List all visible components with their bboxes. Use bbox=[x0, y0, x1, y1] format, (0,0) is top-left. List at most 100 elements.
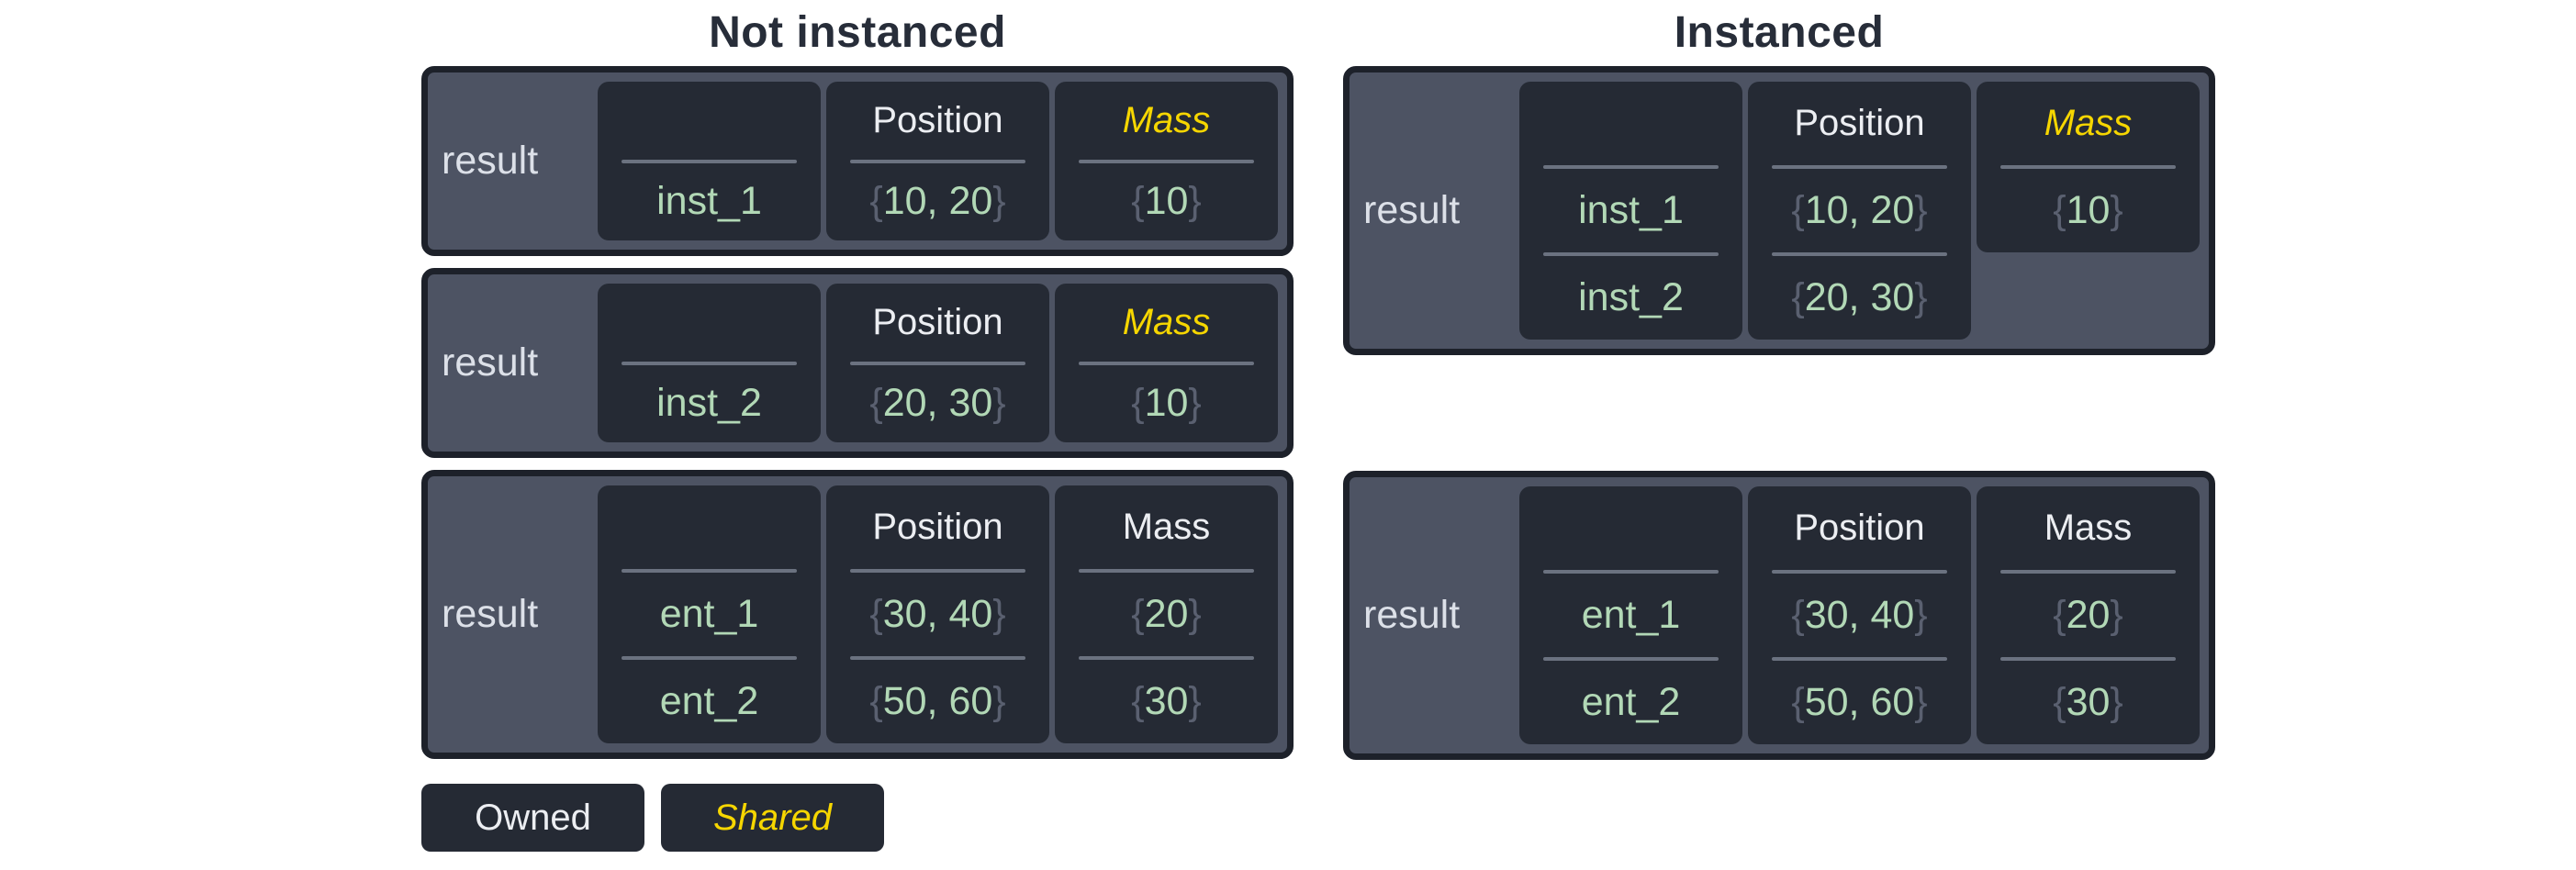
component-header bbox=[598, 485, 821, 569]
separator-line bbox=[622, 569, 797, 573]
component-cell: inst_2 bbox=[598, 284, 821, 442]
separator-line bbox=[2000, 165, 2176, 169]
result-label: result bbox=[1363, 188, 1461, 232]
value-open-brace: { bbox=[869, 592, 883, 636]
value-close-brace: } bbox=[2110, 188, 2123, 232]
cell-value: inst_2 bbox=[1519, 256, 1742, 340]
component-cell: Position{10, 20} bbox=[826, 82, 1049, 240]
component-header: Position bbox=[872, 99, 1003, 140]
result-box: result inst_2 Position {20, 30}Mass{10} bbox=[421, 268, 1294, 458]
value-close-brace: } bbox=[1188, 592, 1202, 636]
separator-line bbox=[1079, 569, 1254, 573]
result-label: result bbox=[442, 340, 539, 385]
value-text: 30 bbox=[1144, 679, 1189, 723]
component-header: Mass bbox=[1122, 99, 1211, 140]
value-close-brace: } bbox=[2110, 680, 2123, 724]
component-cell: Mass{10} bbox=[1977, 82, 2200, 252]
cell-value: {20, 30} bbox=[1748, 256, 1971, 340]
separator-line bbox=[850, 361, 1025, 365]
value-close-brace: } bbox=[1188, 179, 1202, 224]
cell-value: {20} bbox=[1055, 573, 1278, 656]
separator-line bbox=[850, 569, 1025, 573]
separator-line bbox=[850, 159, 1025, 163]
separator-line bbox=[1079, 361, 1254, 365]
value-open-brace: { bbox=[1131, 381, 1145, 426]
cell-value: {30, 40} bbox=[1748, 574, 1971, 657]
value-text: inst_1 bbox=[656, 179, 762, 224]
component-cell: Mass{20}{30} bbox=[1977, 486, 2200, 744]
separator-line bbox=[1543, 165, 1719, 169]
value-close-brace: } bbox=[992, 679, 1006, 723]
value-text: 30, 40 bbox=[882, 592, 993, 636]
separator-line bbox=[2000, 657, 2176, 661]
value-text: 30, 40 bbox=[1804, 593, 1915, 637]
value-text: 10 bbox=[2066, 188, 2111, 232]
component-header: Position bbox=[1794, 508, 1925, 548]
component-header bbox=[1519, 82, 1742, 165]
cell-value: ent_1 bbox=[1519, 574, 1742, 657]
cell-value: ent_2 bbox=[598, 660, 821, 743]
separator-line bbox=[1543, 252, 1719, 256]
separator-line bbox=[1079, 656, 1254, 660]
component-cell: Mass{10} bbox=[1055, 82, 1278, 240]
value-text: inst_1 bbox=[1578, 188, 1684, 232]
component-header: Position bbox=[872, 507, 1003, 547]
separator-line bbox=[1772, 657, 1947, 661]
component-cell: Mass{10} bbox=[1055, 284, 1278, 442]
value-close-brace: } bbox=[1188, 381, 1202, 426]
component-cell: Position{10, 20}{20, 30} bbox=[1748, 82, 1971, 340]
value-text: ent_1 bbox=[1581, 593, 1681, 637]
value-close-brace: } bbox=[2110, 593, 2123, 637]
component-header bbox=[598, 284, 821, 362]
value-text: ent_2 bbox=[1581, 680, 1681, 724]
cell-value: {10} bbox=[1977, 169, 2200, 252]
value-open-brace: { bbox=[1791, 680, 1805, 724]
component-cell: Position {30, 40}{50, 60} bbox=[826, 485, 1049, 743]
component-header: Mass bbox=[1122, 507, 1211, 547]
cell-value: ent_1 bbox=[598, 573, 821, 656]
value-open-brace: { bbox=[1131, 592, 1145, 636]
value-text: 30 bbox=[2066, 680, 2111, 724]
component-cells: inst_2 Position {20, 30}Mass{10} bbox=[598, 274, 1287, 452]
component-header: Position bbox=[872, 301, 1003, 342]
value-text: 20 bbox=[1144, 592, 1189, 636]
component-cell: Position {30, 40} {50, 60} bbox=[1748, 486, 1971, 744]
value-close-brace: } bbox=[1914, 680, 1928, 724]
value-close-brace: } bbox=[1914, 593, 1928, 637]
value-close-brace: } bbox=[1188, 679, 1202, 723]
value-open-brace: { bbox=[869, 381, 883, 426]
value-text: 50, 60 bbox=[1804, 680, 1915, 724]
separator-line bbox=[1543, 570, 1719, 574]
cell-value: {30} bbox=[1055, 660, 1278, 743]
value-text: 20 bbox=[2066, 593, 2111, 637]
legend-chip-shared: Shared bbox=[661, 784, 884, 852]
cell-value: inst_2 bbox=[598, 365, 821, 443]
separator-line bbox=[850, 656, 1025, 660]
separator-line bbox=[622, 656, 797, 660]
cell-value: {20, 30} bbox=[826, 365, 1049, 443]
value-close-brace: } bbox=[992, 381, 1006, 426]
value-text: 20, 30 bbox=[1804, 275, 1915, 319]
cell-value: {50, 60} bbox=[826, 660, 1049, 743]
value-open-brace: { bbox=[869, 679, 883, 723]
separator-line bbox=[1543, 657, 1719, 661]
component-header bbox=[598, 82, 821, 160]
column-title: Instanced bbox=[1674, 8, 1885, 57]
value-text: 50, 60 bbox=[882, 679, 993, 723]
component-cell: inst_1 bbox=[598, 82, 821, 240]
value-text: 10, 20 bbox=[882, 179, 993, 224]
cell-value: ent_2 bbox=[1519, 661, 1742, 744]
separator-line bbox=[1772, 570, 1947, 574]
cell-value: {10, 20} bbox=[1748, 169, 1971, 252]
cell-value: {20} bbox=[1977, 574, 2200, 657]
value-text: ent_1 bbox=[659, 592, 759, 636]
